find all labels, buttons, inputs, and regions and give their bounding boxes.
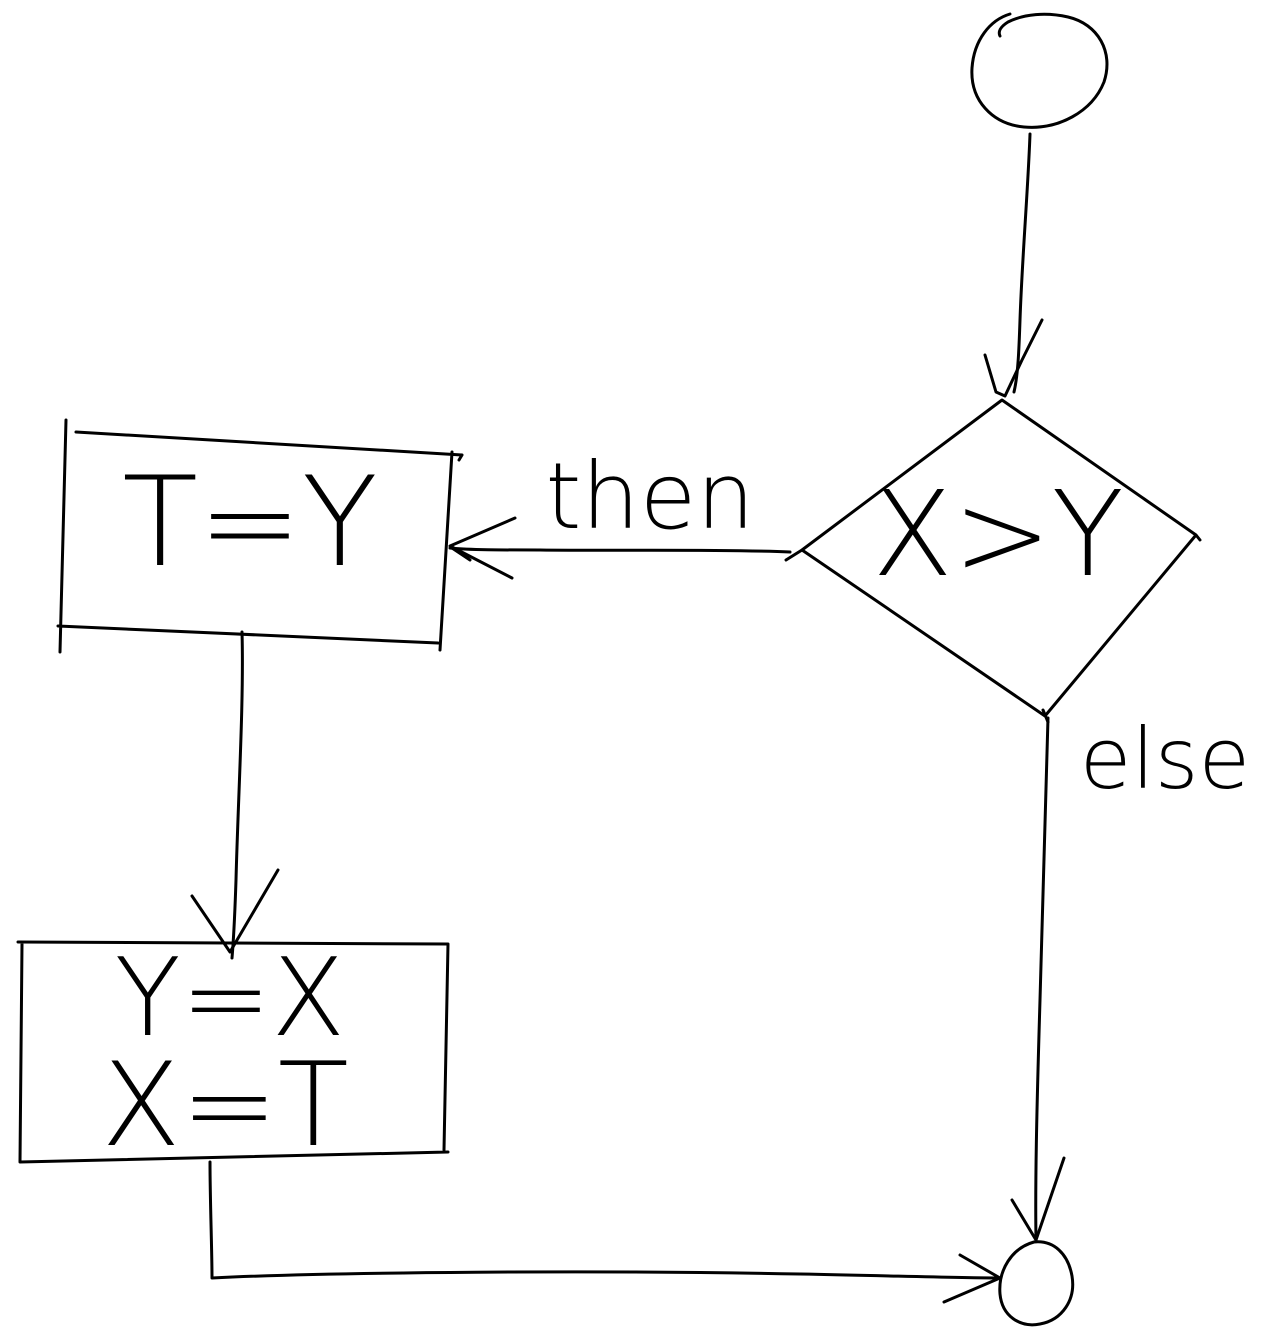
swap-line-1: Y=X (115, 936, 345, 1061)
condition-label: X>Y (872, 465, 1124, 603)
edge-swap-to-end (208, 1160, 1002, 1304)
edge-start-to-condition (983, 132, 1044, 398)
arrowhead (190, 868, 280, 954)
box-swap (16, 940, 450, 1164)
edge-else (1010, 716, 1066, 1242)
box-assign-t (56, 418, 464, 654)
arrowhead (1010, 1156, 1066, 1242)
end-node (998, 1240, 1075, 1327)
decision-node (784, 398, 1202, 724)
swap-line-2: X=T (101, 1038, 349, 1173)
then-label: then (545, 443, 754, 550)
arrowhead (983, 318, 1044, 398)
else-label: else (1080, 710, 1250, 808)
assign-t-label: T=Y (122, 451, 377, 595)
arrowhead (448, 516, 517, 580)
start-node (970, 12, 1109, 129)
edge-then (448, 516, 792, 580)
edge-t-to-swap (190, 630, 280, 960)
